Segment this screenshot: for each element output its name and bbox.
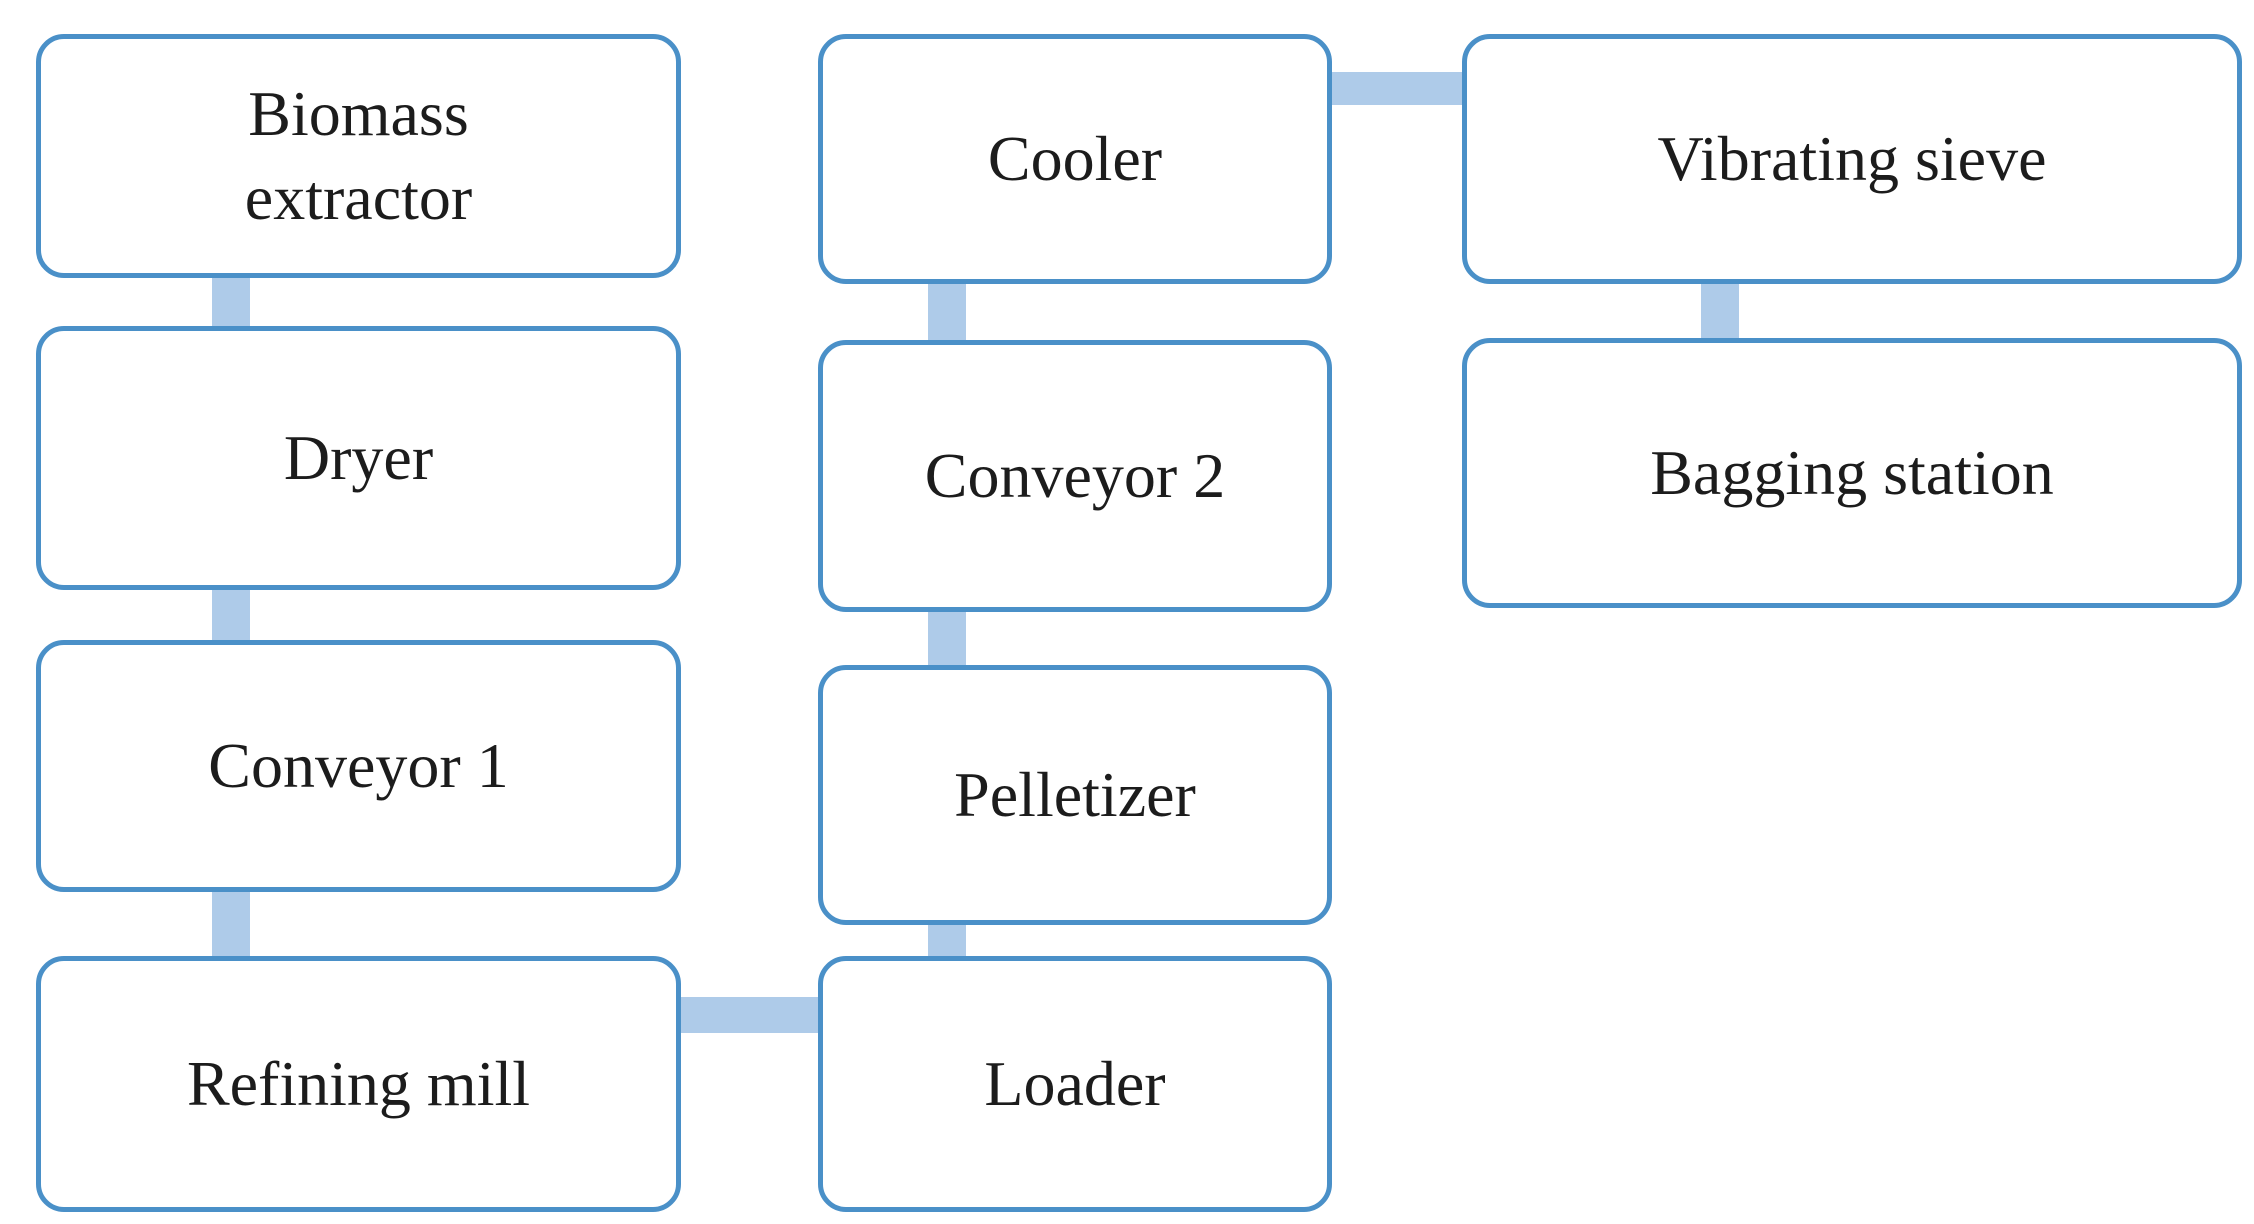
node-conveyor-1: Conveyor 1: [36, 640, 681, 892]
connector-cooler-vibrating-sieve: [1330, 72, 1464, 105]
node-vibrating-sieve: Vibrating sieve: [1462, 34, 2242, 284]
node-label: Refining mill: [186, 1047, 531, 1119]
node-label: Conveyor 2: [924, 439, 1226, 511]
node-label: Biomass extractor: [244, 77, 473, 233]
node-pelletizer: Pelletizer: [818, 665, 1332, 925]
node-cooler: Cooler: [818, 34, 1332, 284]
connector-conveyor-2-cooler: [928, 282, 966, 344]
node-label: Conveyor 1: [208, 729, 509, 801]
connector-dryer-conveyor-1: [212, 588, 250, 644]
node-conveyor-2: Conveyor 2: [818, 340, 1332, 612]
node-loader: Loader: [818, 956, 1332, 1212]
node-dryer: Dryer: [36, 326, 681, 590]
node-label: Vibrating sieve: [1657, 122, 2047, 194]
node-refining-mill: Refining mill: [36, 956, 681, 1212]
node-bagging-station: Bagging station: [1462, 338, 2242, 608]
connector-biomass-extractor-dryer: [212, 278, 250, 330]
connector-refining-mill-loader: [679, 997, 820, 1033]
connector-vibrating-sieve-bagging-station: [1701, 282, 1739, 342]
connector-conveyor-1-refining-mill: [212, 890, 250, 960]
connector-pelletizer-conveyor-2: [928, 610, 966, 669]
node-label: Bagging station: [1650, 436, 2054, 508]
node-label: Dryer: [283, 421, 434, 493]
node-label: Pelletizer: [954, 758, 1196, 830]
node-label: Loader: [984, 1047, 1166, 1119]
node-label: Cooler: [987, 122, 1163, 194]
node-biomass-extractor: Biomass extractor: [36, 34, 681, 278]
connector-loader-pelletizer: [928, 923, 966, 960]
